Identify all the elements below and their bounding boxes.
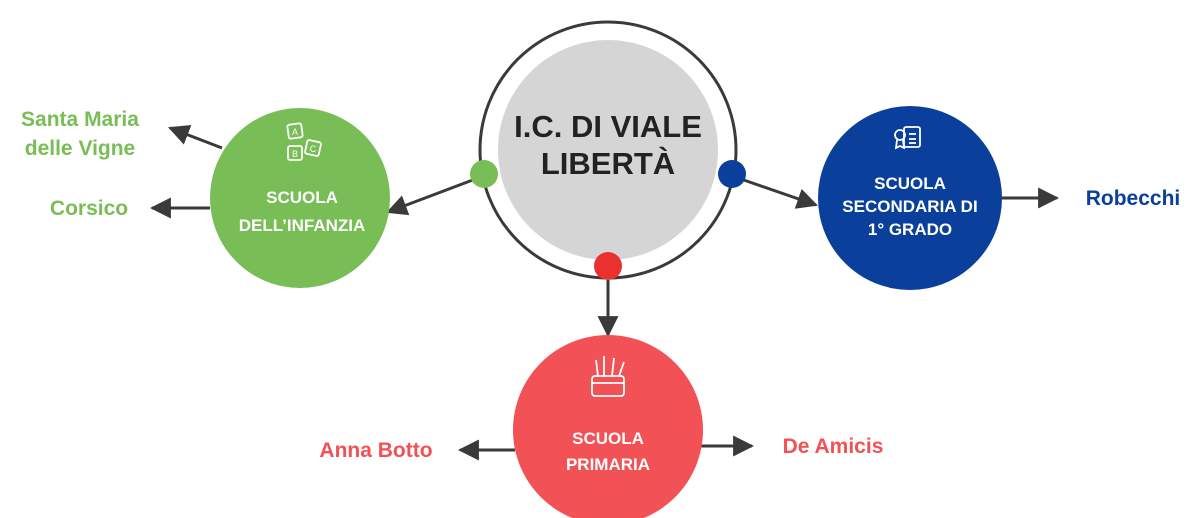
arrow-to-santa-maria: [168, 124, 223, 150]
infanzia-circle: [210, 108, 390, 288]
svg-text:B: B: [292, 149, 298, 159]
secondaria-node: SCUOLA SECONDARIA DI 1° GRADO: [818, 106, 1002, 290]
infanzia-title-line1: SCUOLA: [266, 188, 338, 207]
secondaria-title-line2: SECONDARIA DI: [842, 197, 977, 216]
connector-dot-infanzia: [470, 160, 498, 188]
center-title-line2: LIBERTÀ: [541, 146, 675, 181]
svg-text:C: C: [310, 144, 317, 154]
primaria-title-line2: PRIMARIA: [566, 455, 650, 474]
center-title-line1: I.C. DI VIALE: [514, 109, 702, 144]
branch-de-amicis: De Amicis: [783, 435, 884, 458]
certificate-icon: [894, 126, 921, 150]
primaria-title-line1: SCUOLA: [572, 429, 644, 448]
branch-anna-botto: Anna Botto: [319, 439, 432, 462]
center-disc: [498, 40, 718, 260]
secondaria-circle: [818, 106, 1002, 290]
abc-blocks-icon: A B C: [286, 122, 322, 161]
pencil-cup-icon: [591, 356, 625, 397]
branch-corsico: Corsico: [50, 197, 128, 220]
arrow-center-to-secondaria: [737, 176, 818, 209]
arrow-center-to-infanzia: [386, 176, 479, 216]
secondaria-title-line1: SCUOLA: [874, 174, 946, 193]
branch-santa-maria-line1: Santa Maria: [21, 108, 139, 131]
connector-dot-secondaria: [718, 160, 746, 188]
secondaria-title-line3: 1° GRADO: [868, 220, 952, 239]
center-node: I.C. DI VIALE LIBERTÀ: [478, 20, 738, 280]
svg-text:A: A: [292, 127, 298, 137]
infanzia-node: A B C SCUOLA DELL’INFANZIA: [210, 108, 390, 288]
infanzia-title-line2: DELL’INFANZIA: [239, 216, 366, 235]
branch-santa-maria-line2: delle Vigne: [25, 137, 136, 160]
primaria-circle: [513, 335, 703, 518]
primaria-node: SCUOLA PRIMARIA: [513, 335, 703, 518]
branch-robecchi: Robecchi: [1086, 187, 1181, 210]
connector-dot-primaria: [594, 252, 622, 280]
